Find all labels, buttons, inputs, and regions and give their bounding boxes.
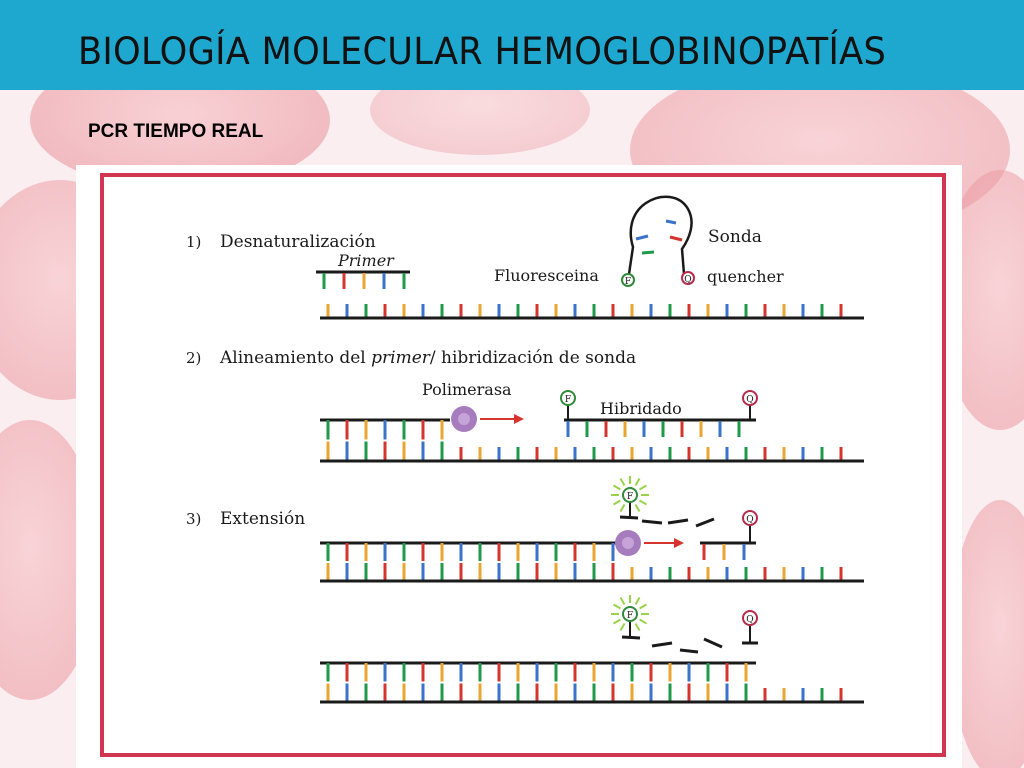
glow-ray [634, 478, 641, 486]
polymerase-center [622, 537, 634, 549]
quencher-marker [681, 271, 695, 285]
glow-ray [639, 618, 647, 625]
polymerase-arrowhead [514, 414, 524, 424]
step-3-label: Extensión [220, 509, 305, 529]
hibridado-label: Hibridado [600, 399, 682, 418]
released-fragment [703, 637, 723, 649]
released-fragment [621, 635, 641, 640]
quencher-marker [742, 510, 758, 526]
slide-title: BIOLOGÍA MOLECULAR HEMOGLOBINOPATÍAS [78, 30, 887, 73]
fluorophore-marker [560, 390, 576, 406]
pcr-diagram: 1) Desnaturalización Primer F Q Sonda Fl… [76, 165, 962, 768]
glow-ray [613, 618, 621, 625]
released-fragment [619, 515, 639, 520]
quencher-marker [742, 390, 758, 406]
released-fragment [679, 648, 699, 654]
glow-ray [634, 623, 641, 631]
polymerase-center [458, 413, 470, 425]
quencher-letter: Q [684, 275, 691, 285]
probe-hairpin [627, 195, 693, 275]
quencher-letter: Q [746, 615, 753, 625]
fluorophore-letter: F [565, 395, 571, 405]
glow-ray [639, 484, 647, 491]
glow-ray [613, 484, 621, 491]
glow-ray [613, 499, 621, 506]
fluorophore-letter: F [625, 277, 631, 287]
quencher-letter: Q [746, 395, 753, 405]
glow-ray [619, 478, 626, 486]
slide-subtitle: PCR TIEMPO REAL [88, 121, 264, 142]
glow-ray [613, 603, 621, 610]
fluorophore-letter: F [627, 611, 633, 621]
fluorophore-marker [622, 487, 638, 503]
released-fragment [695, 517, 715, 528]
glow-ray [634, 504, 641, 512]
polymerase-arrowhead [674, 538, 684, 548]
fluorophore-marker [621, 273, 635, 287]
probe-base [641, 250, 655, 255]
released-fragment [667, 518, 689, 525]
step-3-number: 3) [186, 510, 201, 528]
glow-ray [619, 623, 626, 631]
polimerasa-label: Polimerasa [422, 380, 512, 399]
probe-base [669, 235, 683, 242]
quencher-letter: Q [746, 515, 753, 525]
released-fragment [651, 641, 673, 648]
fluorophore-letter: F [627, 492, 633, 502]
step-2-label: Alineamiento del primer/ hibridización d… [219, 348, 636, 368]
probe-base [665, 219, 677, 225]
title-bar [0, 0, 1024, 90]
glow-ray [639, 603, 647, 610]
glow-ray [619, 597, 626, 605]
diagram-frame [100, 173, 946, 757]
step-2-number: 2) [186, 349, 201, 367]
step-1-number: 1) [186, 233, 201, 251]
glow-ray [619, 504, 626, 512]
glow-ray [639, 499, 647, 506]
fluoresceina-label: Fluoresceina [494, 266, 599, 285]
quencher-marker [742, 610, 758, 626]
primer-label: Primer [337, 251, 395, 270]
released-fragment [641, 519, 663, 525]
fluorophore-marker [622, 606, 638, 622]
sonda-label: Sonda [708, 227, 762, 247]
quencher-label: quencher [707, 267, 784, 286]
probe-base [635, 234, 649, 241]
glow-ray [634, 597, 641, 605]
step-1-label: Desnaturalización [220, 232, 376, 252]
